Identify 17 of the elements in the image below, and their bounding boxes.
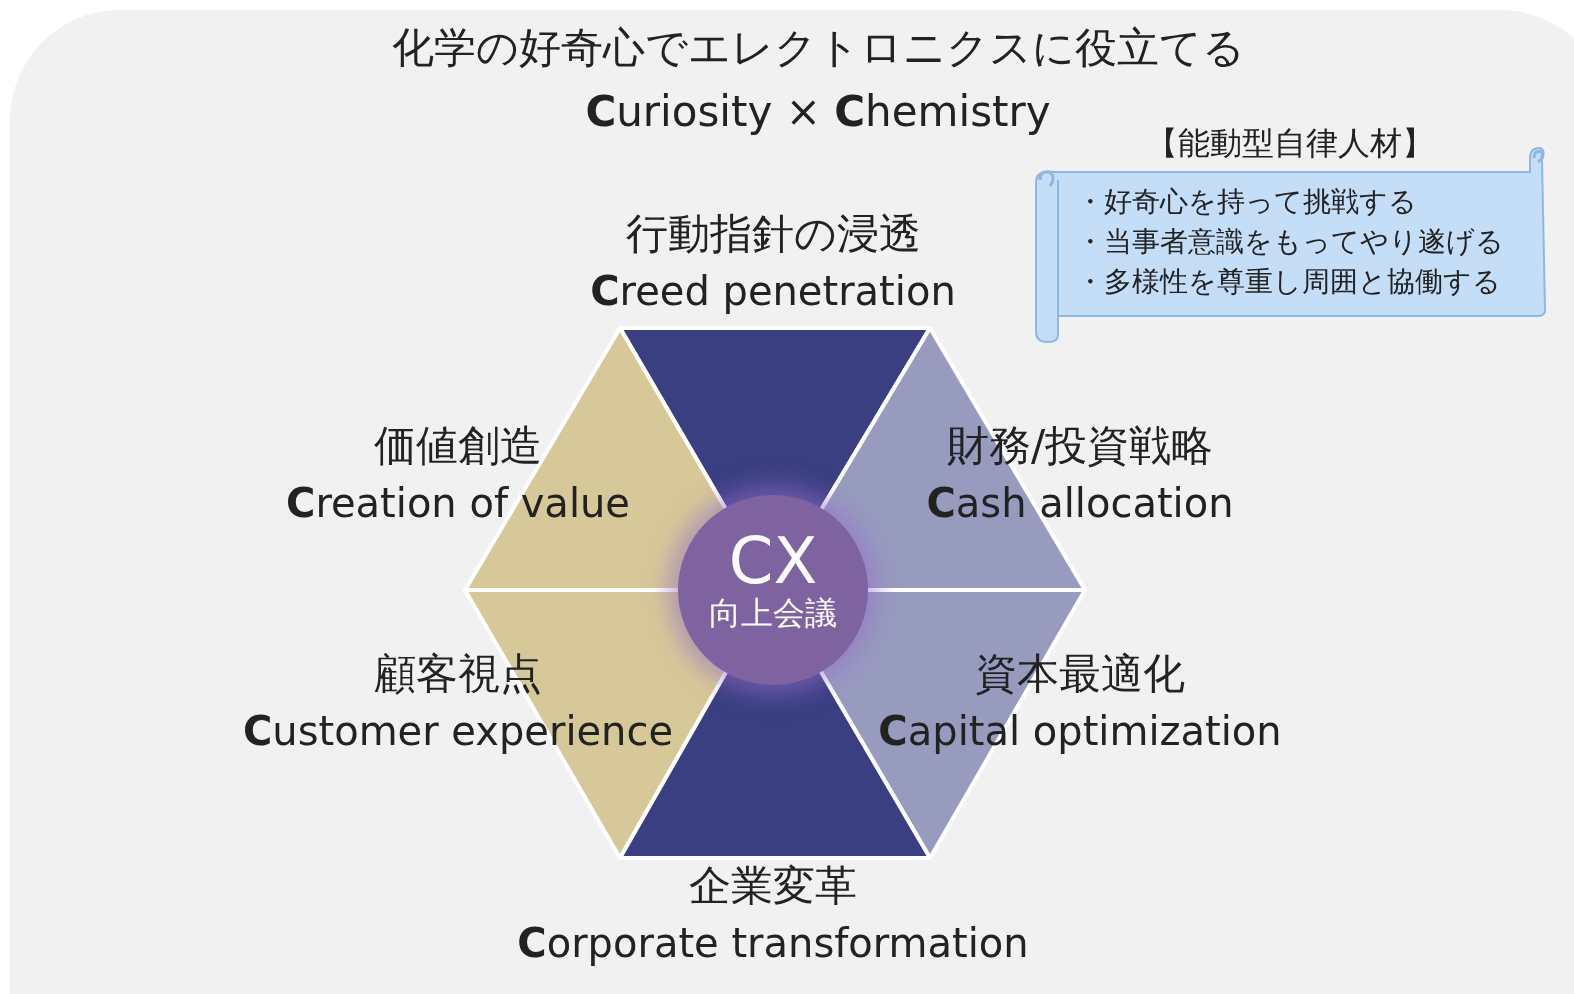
bullet-item: ・好奇心を持って挑戦する: [1076, 186, 1417, 219]
segment-label: Corporate transformation: [517, 920, 1029, 966]
segment-label: Cash allocation: [926, 480, 1234, 526]
segment-heading: 企業変革: [689, 862, 857, 911]
subtitle: Curiosity × Chemistry: [585, 88, 1051, 137]
bullet-item: ・多様性を尊重し周囲と協働する: [1076, 266, 1501, 299]
circle-label: 向上会議: [709, 595, 837, 632]
scroll-heading: 【能動型自律人材】: [1146, 125, 1434, 162]
bullet-item: ・当事者意識をもってやり遂げる: [1076, 226, 1504, 259]
segment-heading: 財務/投資戦略: [946, 422, 1214, 471]
segment-label: Creation of value: [286, 480, 630, 526]
segment-label: Creed penetration: [590, 268, 956, 314]
segment-heading: 資本最適化: [975, 650, 1185, 699]
segment-heading: 行動指針の浸透: [625, 210, 921, 259]
segment-heading: 価値創造: [374, 422, 542, 471]
title: 化学の好奇心でエレクトロニクスに役立てる: [391, 24, 1245, 73]
circle-heading: CX: [728, 525, 818, 598]
